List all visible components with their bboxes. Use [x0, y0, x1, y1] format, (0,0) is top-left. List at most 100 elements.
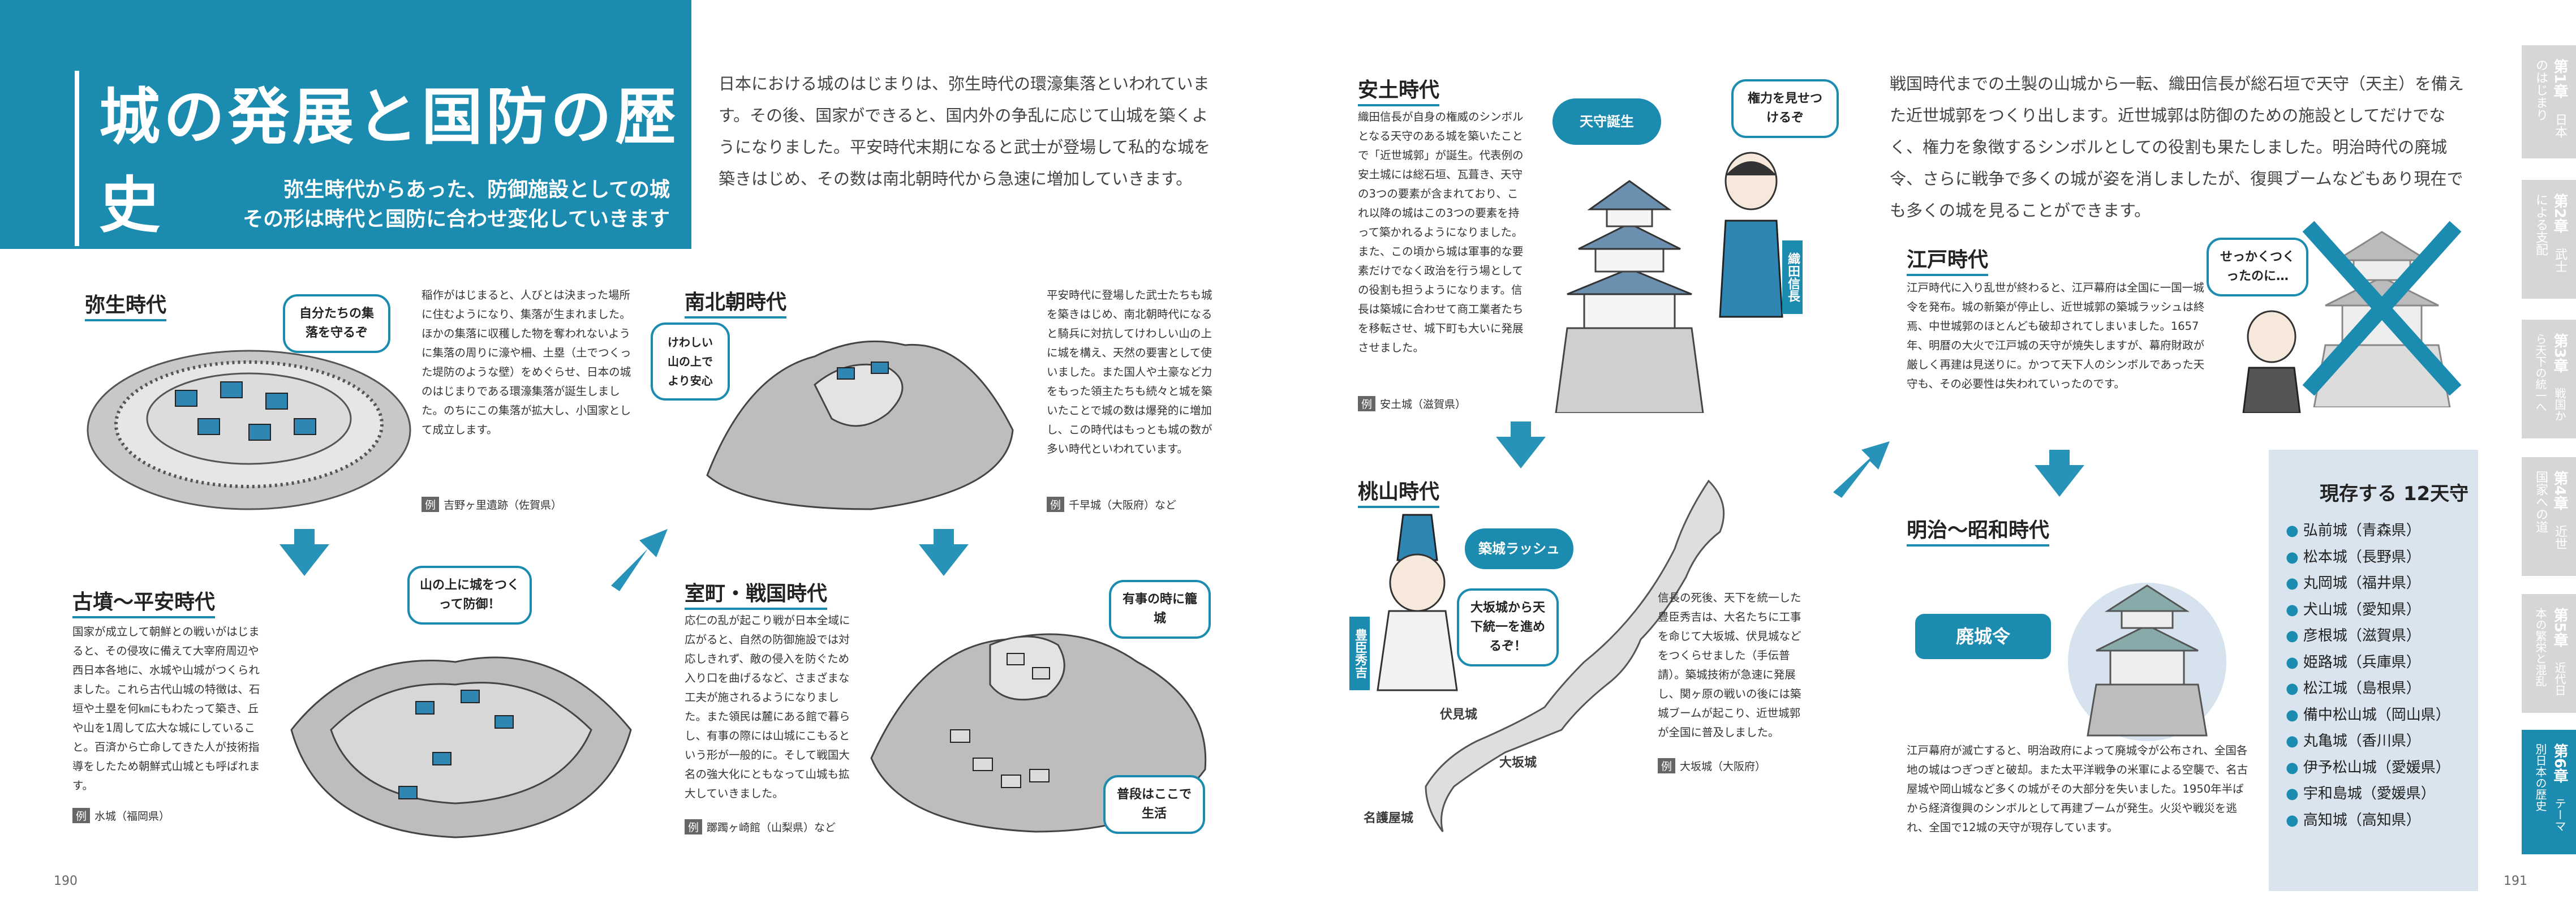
- meiji-chip: 廃城令: [1915, 614, 2051, 659]
- chapter-num: 第3章: [2551, 333, 2568, 373]
- azuchi-castle: [1555, 180, 1704, 413]
- era-yayoi-title: 弥生時代: [85, 289, 167, 321]
- list-item: 高知城（高知県）: [2286, 807, 2450, 834]
- subtitle-line-2: その形は時代と国防に合わせ変化していきます: [243, 208, 670, 231]
- map-label-fushimi: 伏見城: [1440, 708, 1478, 722]
- existing-castles-panel: 現存する 12天守 弘前城（青森県） 松本城（長野県） 丸岡城（福井県） 犬山城…: [2269, 450, 2478, 891]
- era-edo-title: 江戸時代: [1907, 243, 1989, 276]
- nobunaga-figure: [1719, 152, 1783, 318]
- nanboku-illustration: [706, 340, 1014, 510]
- chapter-tab-6[interactable]: 第6章 テーマ別日本の歴史: [2522, 730, 2576, 854]
- arrow-down-1: [279, 544, 329, 576]
- era-azuchi-body: 織田信長が自身の権威のシンボルとなる天守のある城を築いたことで「近世城郭」が誕生…: [1358, 110, 1524, 354]
- page-subtitle: 弥生時代からあった、防御施設としての城 その形は時代と国防に合わせ変化していきま…: [243, 175, 670, 234]
- sengoku-bubble-1: 有事の時に籠城: [1109, 580, 1211, 639]
- era-yayoi-body: 稲作がはじまると、人びとは決まった場所に住むようになり、集落が生まれました。ほか…: [422, 289, 631, 436]
- edo-castle-crossed: [2302, 221, 2462, 407]
- arrow-stem-2: [934, 529, 954, 546]
- page-number-left: 190: [54, 874, 78, 888]
- list-item: 伊予松山城（愛媛県）: [2286, 755, 2450, 781]
- chapter-tab-1[interactable]: 第1章 日本のはじまり: [2522, 45, 2576, 158]
- kofun-bubble: 山の上に城をつくって防御！: [407, 566, 532, 625]
- momoyama-tag: 豊臣秀吉: [1349, 617, 1370, 690]
- era-meiji-body: 江戸幕府が滅亡すると、明治政府によって廃城令が公布され、全国各地の城はつぎつぎと…: [1907, 744, 2248, 834]
- chapter-tab-2[interactable]: 第2章 武士による支配: [2522, 180, 2576, 299]
- era-kofun-example: 例水城（福岡県）: [72, 808, 170, 823]
- era-nanboku-body: 平安時代に登場した武士たちも城を築きはじめ、南北朝時代になると騎兵に対抗してけわ…: [1047, 289, 1212, 455]
- chapter-label: 日本のはじまり: [2534, 59, 2567, 139]
- title-box: 城の発展と国防の歴史 弥生時代からあった、防御施設としての城 その形は時代と国防…: [0, 0, 691, 249]
- list-item: 丸亀城（香川県）: [2286, 728, 2450, 755]
- page-title: 城の発展と国防の歴史: [99, 82, 680, 241]
- nanboku-bubble: けわしい山の上で より安心: [651, 322, 730, 401]
- era-edo-body: 江戸時代に入り乱世が終わると、江戸幕府は全国に一国一城令を発布。城の新築が停止し…: [1907, 281, 2205, 390]
- era-meiji-title: 明治～昭和時代: [1907, 514, 2050, 547]
- arrow-down-3: [1496, 437, 1546, 468]
- momoyama-bubble: 大坂城から天下統一を進めるぞ！: [1457, 588, 1559, 666]
- chapter-tab-4[interactable]: 第4章 近世国家への道: [2522, 457, 2576, 576]
- azuchi-bubble: 権力を見せつけるぞ: [1731, 79, 1839, 138]
- yayoi-example-text: 吉野ヶ里遺跡（佐賀県）: [444, 499, 562, 511]
- chapter-label: 近世国家への道: [2534, 471, 2567, 550]
- list-item: 犬山城（愛知県）: [2286, 597, 2450, 623]
- list-item: 松本城（長野県）: [2286, 544, 2450, 571]
- edo-bubble: せっかくつくったのに…: [2207, 238, 2308, 296]
- era-sengoku-title: 室町・戦国時代: [685, 577, 828, 610]
- page-number-right: 191: [2504, 874, 2527, 888]
- era-kofun-title: 古墳～平安時代: [72, 586, 216, 618]
- era-azuchi-title: 安土時代: [1358, 74, 1440, 106]
- era-momoyama-body: 信長の死後、天下を統一した豊臣秀吉は、大名たちに工事を命じて大坂城、伏見城などを…: [1658, 591, 1801, 739]
- chapter-num: 第2章: [2551, 193, 2568, 234]
- japan-map: [1425, 479, 1725, 832]
- list-item: 彦根城（滋賀県）: [2286, 623, 2450, 649]
- azuchi-example-text: 安土城（滋賀県）: [1380, 398, 1467, 411]
- era-nanboku-example: 例千早城（大阪府）など: [1047, 497, 1176, 512]
- sengoku-example-text: 躑躅ヶ崎館（山梨県）など: [707, 821, 836, 834]
- momoyama-chip: 築城ラッシュ: [1463, 526, 1576, 571]
- edo-figure: [2242, 310, 2301, 413]
- map-label-nagoya: 名護屋城: [1364, 811, 1414, 825]
- existing-castles-heading: 現存する 12天守: [2320, 483, 2469, 505]
- chapter-num: 第6章: [2551, 743, 2568, 784]
- arrow-stem-4: [2049, 450, 2070, 467]
- meiji-castle: [2068, 583, 2226, 741]
- era-momoyama-example: 例大坂城（大阪府）: [1658, 758, 1766, 773]
- subtitle-line-1: 弥生時代からあった、防御施設としての城: [283, 178, 670, 201]
- chapter-num: 第5章: [2551, 608, 2568, 648]
- era-sengoku-example: 例躑躅ヶ崎館（山梨県）など: [685, 819, 836, 834]
- kofun-example-text: 水城（福岡県）: [94, 810, 170, 823]
- arrow-down-4: [2035, 465, 2084, 497]
- list-item: 丸岡城（福井県）: [2286, 570, 2450, 597]
- list-item: 備中松山城（岡山県）: [2286, 702, 2450, 729]
- era-kofun-body: 国家が成立して朝鮮との戦いがはじまると、その侵攻に備えて大宰府周辺や西日本各地に…: [72, 625, 260, 792]
- arrow-diagonal-2: [1833, 441, 1890, 498]
- chapter-label: 武士による支配: [2534, 193, 2567, 273]
- list-item: 宇和島城（愛媛県）: [2286, 781, 2450, 807]
- sengoku-bubble-2: 普段はここで生活: [1103, 775, 1205, 834]
- era-sengoku-body: 応仁の乱が起こり戦が日本全域に広がると、自然の防御施設では対応しきれず、敵の侵入…: [685, 614, 850, 800]
- chapter-tab-5[interactable]: 第5章 近代日本の繁栄と混乱: [2522, 594, 2576, 713]
- azuchi-tag: 織田信長: [1782, 240, 1803, 314]
- intro-left: 日本における城のはじまりは、弥生時代の環濠集落といわれています。その後、国家がで…: [719, 74, 1211, 188]
- arrow-stem-3: [1511, 421, 1531, 438]
- era-azuchi-example: 例安土城（滋賀県）: [1358, 396, 1466, 411]
- chapter-tab-3[interactable]: 第3章 戦国から天下の統一へ: [2522, 320, 2576, 438]
- kofun-illustration: [290, 656, 632, 838]
- intro-right: 戦国時代までの土製の山城から一転、織田信長が総石垣で天守（天主）を備えた近世城郭…: [1890, 74, 2465, 220]
- chapter-num: 第1章: [2551, 59, 2568, 99]
- chapter-num: 第4章: [2551, 471, 2568, 511]
- arrow-down-2: [919, 544, 969, 576]
- era-nanboku-title: 南北朝時代: [685, 286, 787, 319]
- chapter-label: テーマ別日本の歴史: [2534, 743, 2566, 832]
- chapter-label: 戦国から天下の統一へ: [2534, 333, 2566, 422]
- nanboku-example-text: 千早城（大阪府）など: [1069, 499, 1177, 511]
- list-item: 松江城（島根県）: [2286, 676, 2450, 702]
- yayoi-bubble: 自分たちの集落を守るぞ: [283, 294, 390, 353]
- era-yayoi-example: 例吉野ヶ里遺跡（佐賀県）: [422, 497, 562, 512]
- hideyoshi-figure: [1377, 514, 1458, 691]
- yayoi-illustration: [87, 350, 411, 510]
- arrow-diagonal-1: [611, 529, 668, 591]
- list-item: 弘前城（青森県）: [2286, 518, 2450, 544]
- existing-castles-list: 弘前城（青森県） 松本城（長野県） 丸岡城（福井県） 犬山城（愛知県） 彦根城（…: [2286, 518, 2450, 833]
- arrow-stem-1: [294, 529, 315, 546]
